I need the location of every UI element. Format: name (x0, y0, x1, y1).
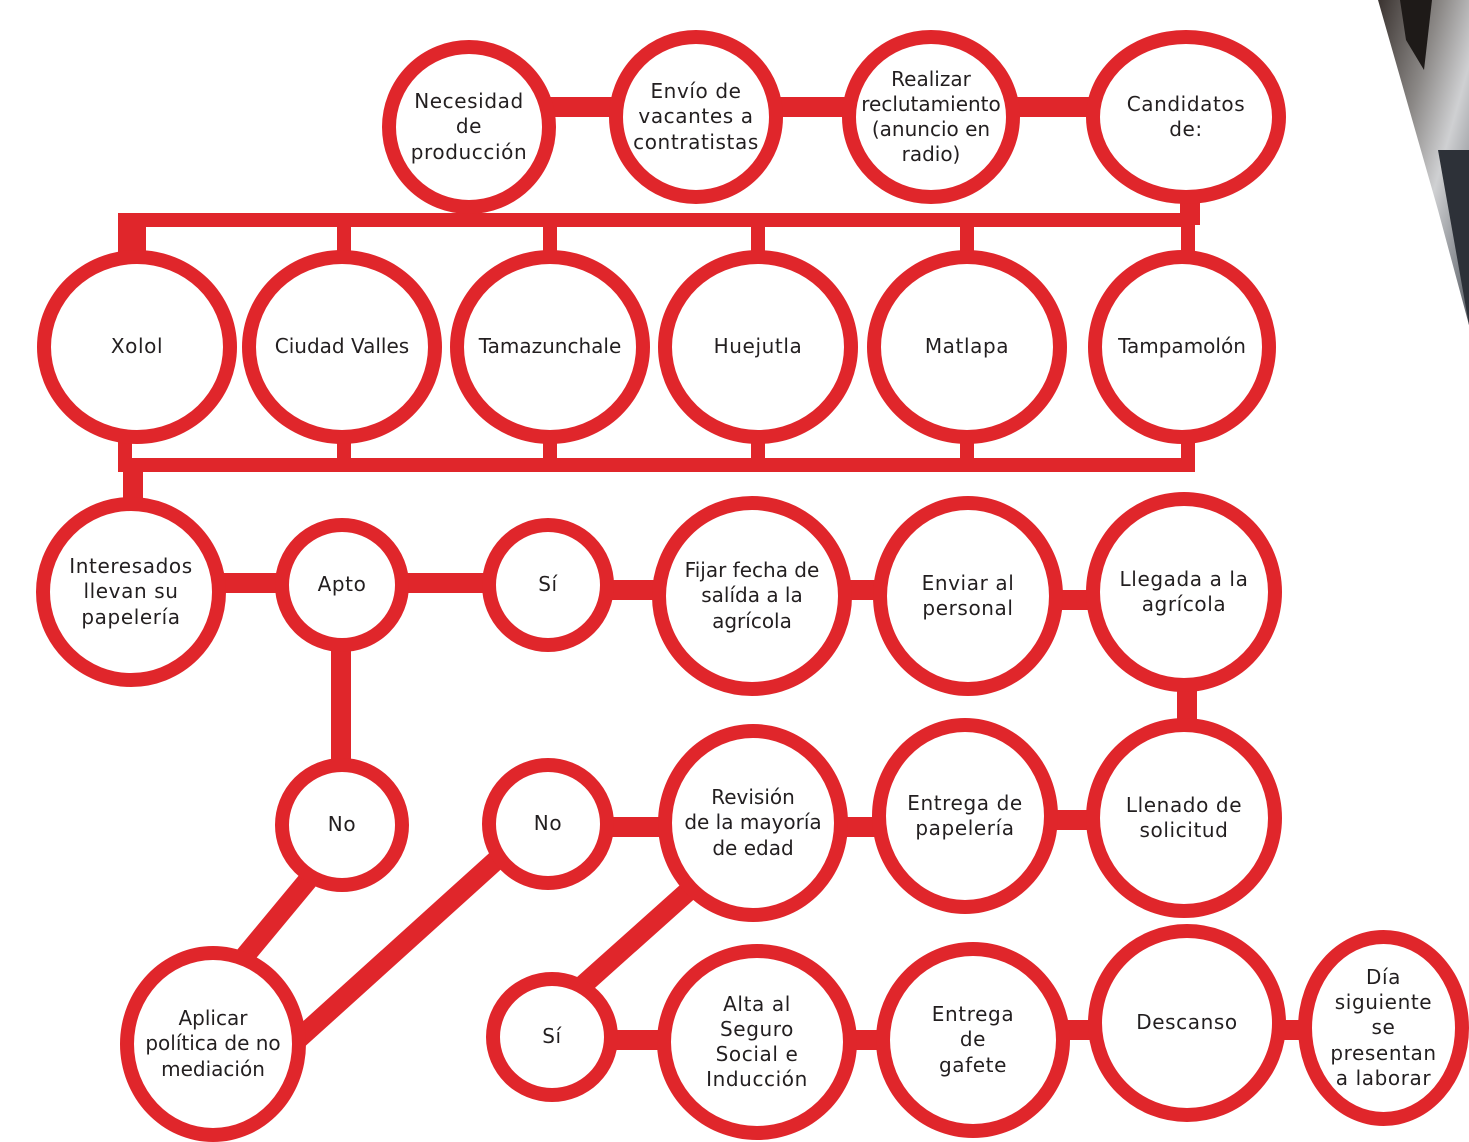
node-ciudad-valles: Ciudad Valles (242, 250, 442, 444)
node-aplicar-politica: Aplicar política de no mediación (120, 946, 306, 1142)
node-llenado: Llenado de solicitud (1086, 718, 1282, 918)
node-dia-siguiente: Día siguiente se presentan a laborar (1298, 930, 1469, 1126)
node-si-1: Sí (482, 518, 614, 652)
node-si-2: Sí (486, 972, 618, 1102)
node-necesidad: Necesidad de producción (382, 40, 556, 214)
node-entrega-gafete: Entrega de gafete (876, 942, 1070, 1138)
node-alta-seguro: Alta al Seguro Social e Inducción (657, 944, 857, 1140)
node-xolol: Xolol (37, 250, 237, 444)
node-huejutla: Huejutla (658, 250, 858, 444)
node-tampamolon: Tampamolón (1088, 250, 1276, 444)
node-no-2: No (482, 758, 614, 890)
node-tamazunchale: Tamazunchale (450, 250, 650, 444)
node-entrega-papeleria: Entrega de papelería (872, 718, 1058, 914)
node-descanso: Descanso (1088, 924, 1286, 1122)
node-enviar-personal: Enviar al personal (873, 496, 1063, 696)
node-apto: Apto (275, 518, 409, 652)
node-candidatos: Candidatos de: (1086, 30, 1286, 204)
node-no-1: No (275, 758, 409, 892)
node-envio: Envío de vacantes a contratistas (609, 30, 783, 204)
node-realizar: Realizar reclutamiento (anuncio en radio… (842, 30, 1020, 204)
node-revision: Revisión de la mayoría de edad (658, 724, 848, 922)
node-matlapa: Matlapa (867, 250, 1067, 444)
node-llegada: Llegada a la agrícola (1086, 492, 1282, 692)
node-fijar-fecha: Fijar fecha de salída a la agrícola (652, 496, 852, 696)
node-interesados: Interesados llevan su papelería (36, 497, 226, 687)
